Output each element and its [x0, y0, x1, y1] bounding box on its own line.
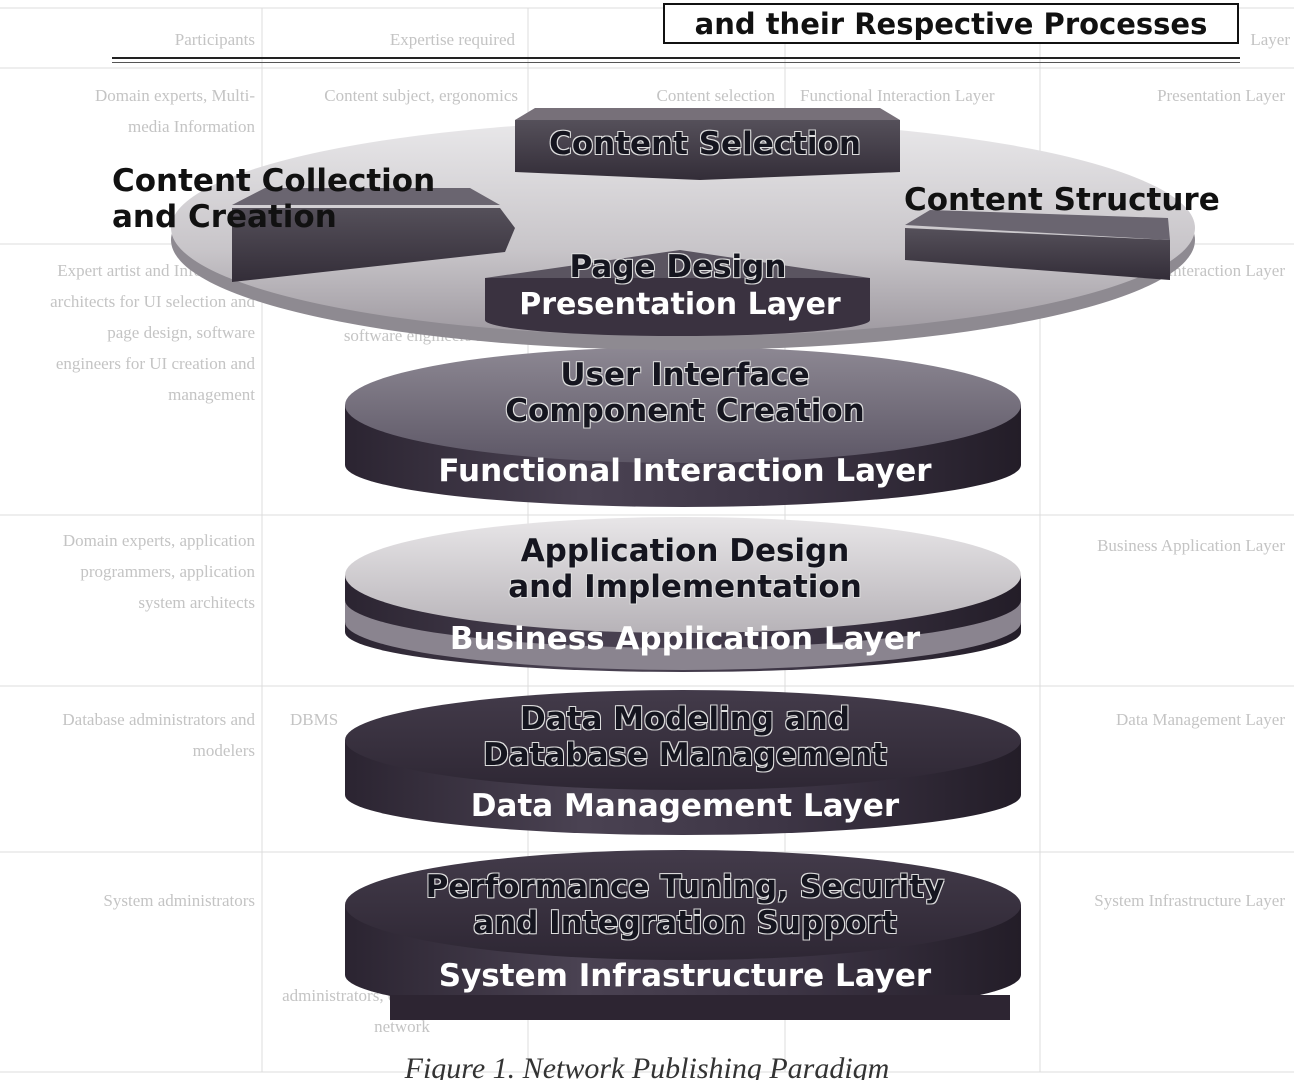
label-system-infrastructure-layer: System Infrastructure Layer [438, 958, 932, 994]
title-rule [112, 57, 1240, 59]
bg-cell-domain-experts: Domain experts, Multi-media Information [94, 86, 255, 136]
label-perf-line1: Performance Tuning, Security [425, 869, 945, 905]
bg-header-expertise: Expertise required [389, 30, 515, 49]
label-performance-tuning: Performance Tuning, Security and Integra… [370, 869, 1000, 941]
bg-cell-expert-artist: Expert artist and Information architects… [50, 261, 255, 404]
label-data-line2: Database Management [483, 736, 887, 773]
label-business-application-layer: Business Application Layer [449, 621, 921, 657]
label-content-collection-line2: and Creation [112, 198, 337, 235]
label-app-line1: Application Design [520, 533, 850, 569]
bg-cell-dbms: DBMS [290, 710, 339, 729]
label-page-design: Page Design [569, 249, 787, 285]
disc-business-application [345, 517, 1021, 672]
disc-presentation [171, 108, 1195, 350]
label-app-line2: and Implementation [508, 568, 862, 605]
bg-cell-business-layer: Business Application Layer [1097, 536, 1285, 555]
bg-cell-content-selection: Content selection [656, 86, 775, 105]
label-presentation-layer: Presentation Layer [519, 287, 841, 322]
label-data-management-layer: Data Management Layer [470, 788, 900, 824]
disc-functional-interaction [345, 347, 1021, 507]
label-functional-interaction-layer: Functional Interaction Layer [438, 453, 932, 489]
label-data-modeling: Data Modeling and Database Management [385, 701, 985, 773]
title-rule-thin [112, 62, 1240, 63]
label-ui-line2: Component Creation [505, 392, 865, 429]
bg-cell-database: Database administrators and modelers [62, 710, 255, 760]
figure-caption: Figure 1. Network Publishing Paradigm [404, 1054, 890, 1080]
label-application-design: Application Design and Implementation [385, 533, 985, 605]
label-perf-line2: and Integration Support [473, 904, 897, 941]
label-ui-line1: User Interface [560, 357, 810, 393]
label-content-selection: Content Selection [549, 126, 861, 162]
bg-cell-system-layer: System Infrastructure Layer [1094, 891, 1285, 910]
disc-system-infrastructure [345, 850, 1021, 1020]
label-ui-component-creation: User Interface Component Creation [385, 357, 985, 429]
label-content-collection-line1: Content Collection [112, 163, 436, 199]
bg-cell-presentation-layer: Presentation Layer [1157, 86, 1285, 105]
bg-cell-system-admin: System administrators [103, 891, 255, 910]
label-content-structure: Content Structure [904, 182, 1220, 218]
bg-cell-content-subject: Content subject, ergonomics [324, 86, 518, 105]
label-data-line1: Data Modeling and [519, 701, 851, 737]
label-content-collection: Content Collection and Creation [112, 163, 472, 235]
bg-header-participants: Participants [174, 30, 255, 49]
figure-title: and their Respective Processes [663, 3, 1239, 44]
bg-header-layer: Layer [1250, 30, 1290, 49]
bg-cell-functional: Functional Interaction Layer [800, 86, 995, 105]
bg-cell-domain-experts-2: Domain experts, application programmers,… [62, 531, 255, 612]
bg-cell-data-layer: Data Management Layer [1116, 710, 1285, 729]
disc-data-management [345, 690, 1021, 835]
